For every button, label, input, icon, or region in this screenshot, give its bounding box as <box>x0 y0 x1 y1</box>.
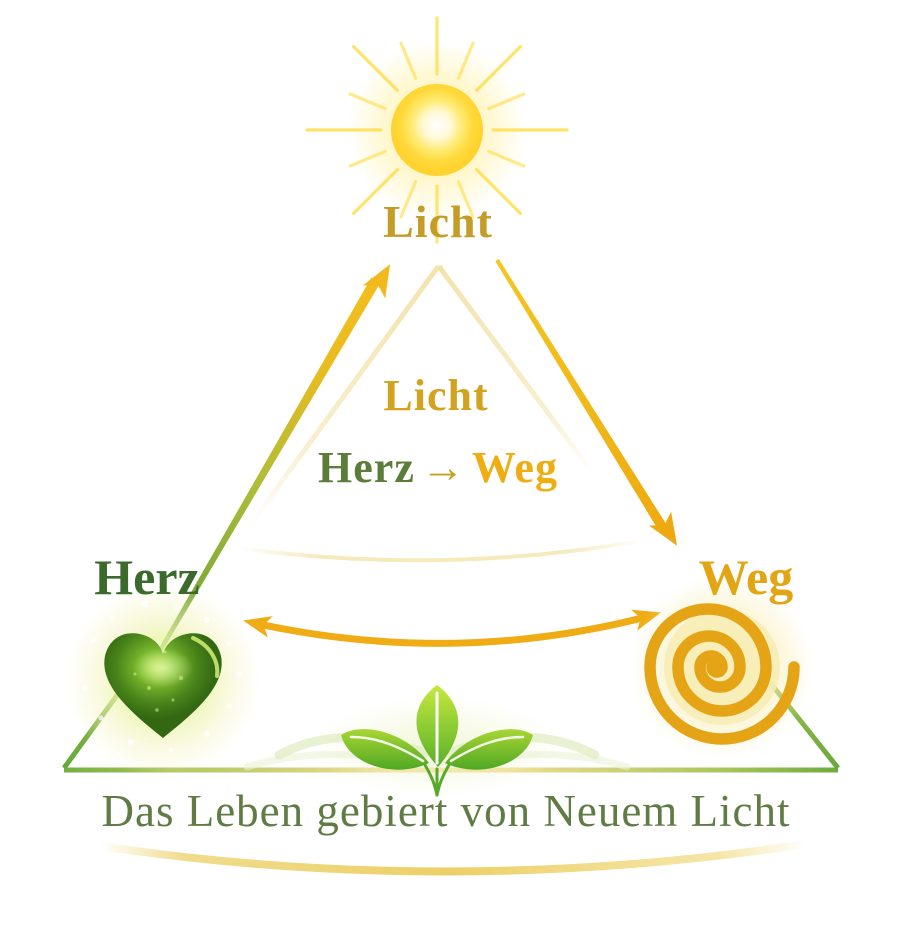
top-node-label: Licht <box>383 196 493 247</box>
bottom-swoosh <box>96 840 810 876</box>
descending-arrow <box>495 258 678 546</box>
right-arrow-glyph: → <box>420 443 466 492</box>
caption: Das Leben gebiert von Neuem Licht <box>101 786 791 836</box>
sprout-icon <box>243 685 631 797</box>
center-relation-label: Herz→Weg <box>318 446 558 490</box>
heart-icon <box>66 583 260 777</box>
inner-triangle-outline <box>247 265 595 527</box>
spiral-icon <box>630 575 814 759</box>
center-relation-weg: Weg <box>471 443 558 492</box>
mid-swoosh <box>237 538 647 563</box>
sun-icon <box>305 16 569 244</box>
right-node-label: Weg <box>698 549 794 605</box>
center-light-label: Licht <box>383 371 489 420</box>
center-relation-herz: Herz <box>318 443 415 492</box>
exchange-arrow <box>243 609 661 647</box>
ascending-arrow <box>148 264 390 669</box>
left-node-label: Herz <box>94 549 200 605</box>
